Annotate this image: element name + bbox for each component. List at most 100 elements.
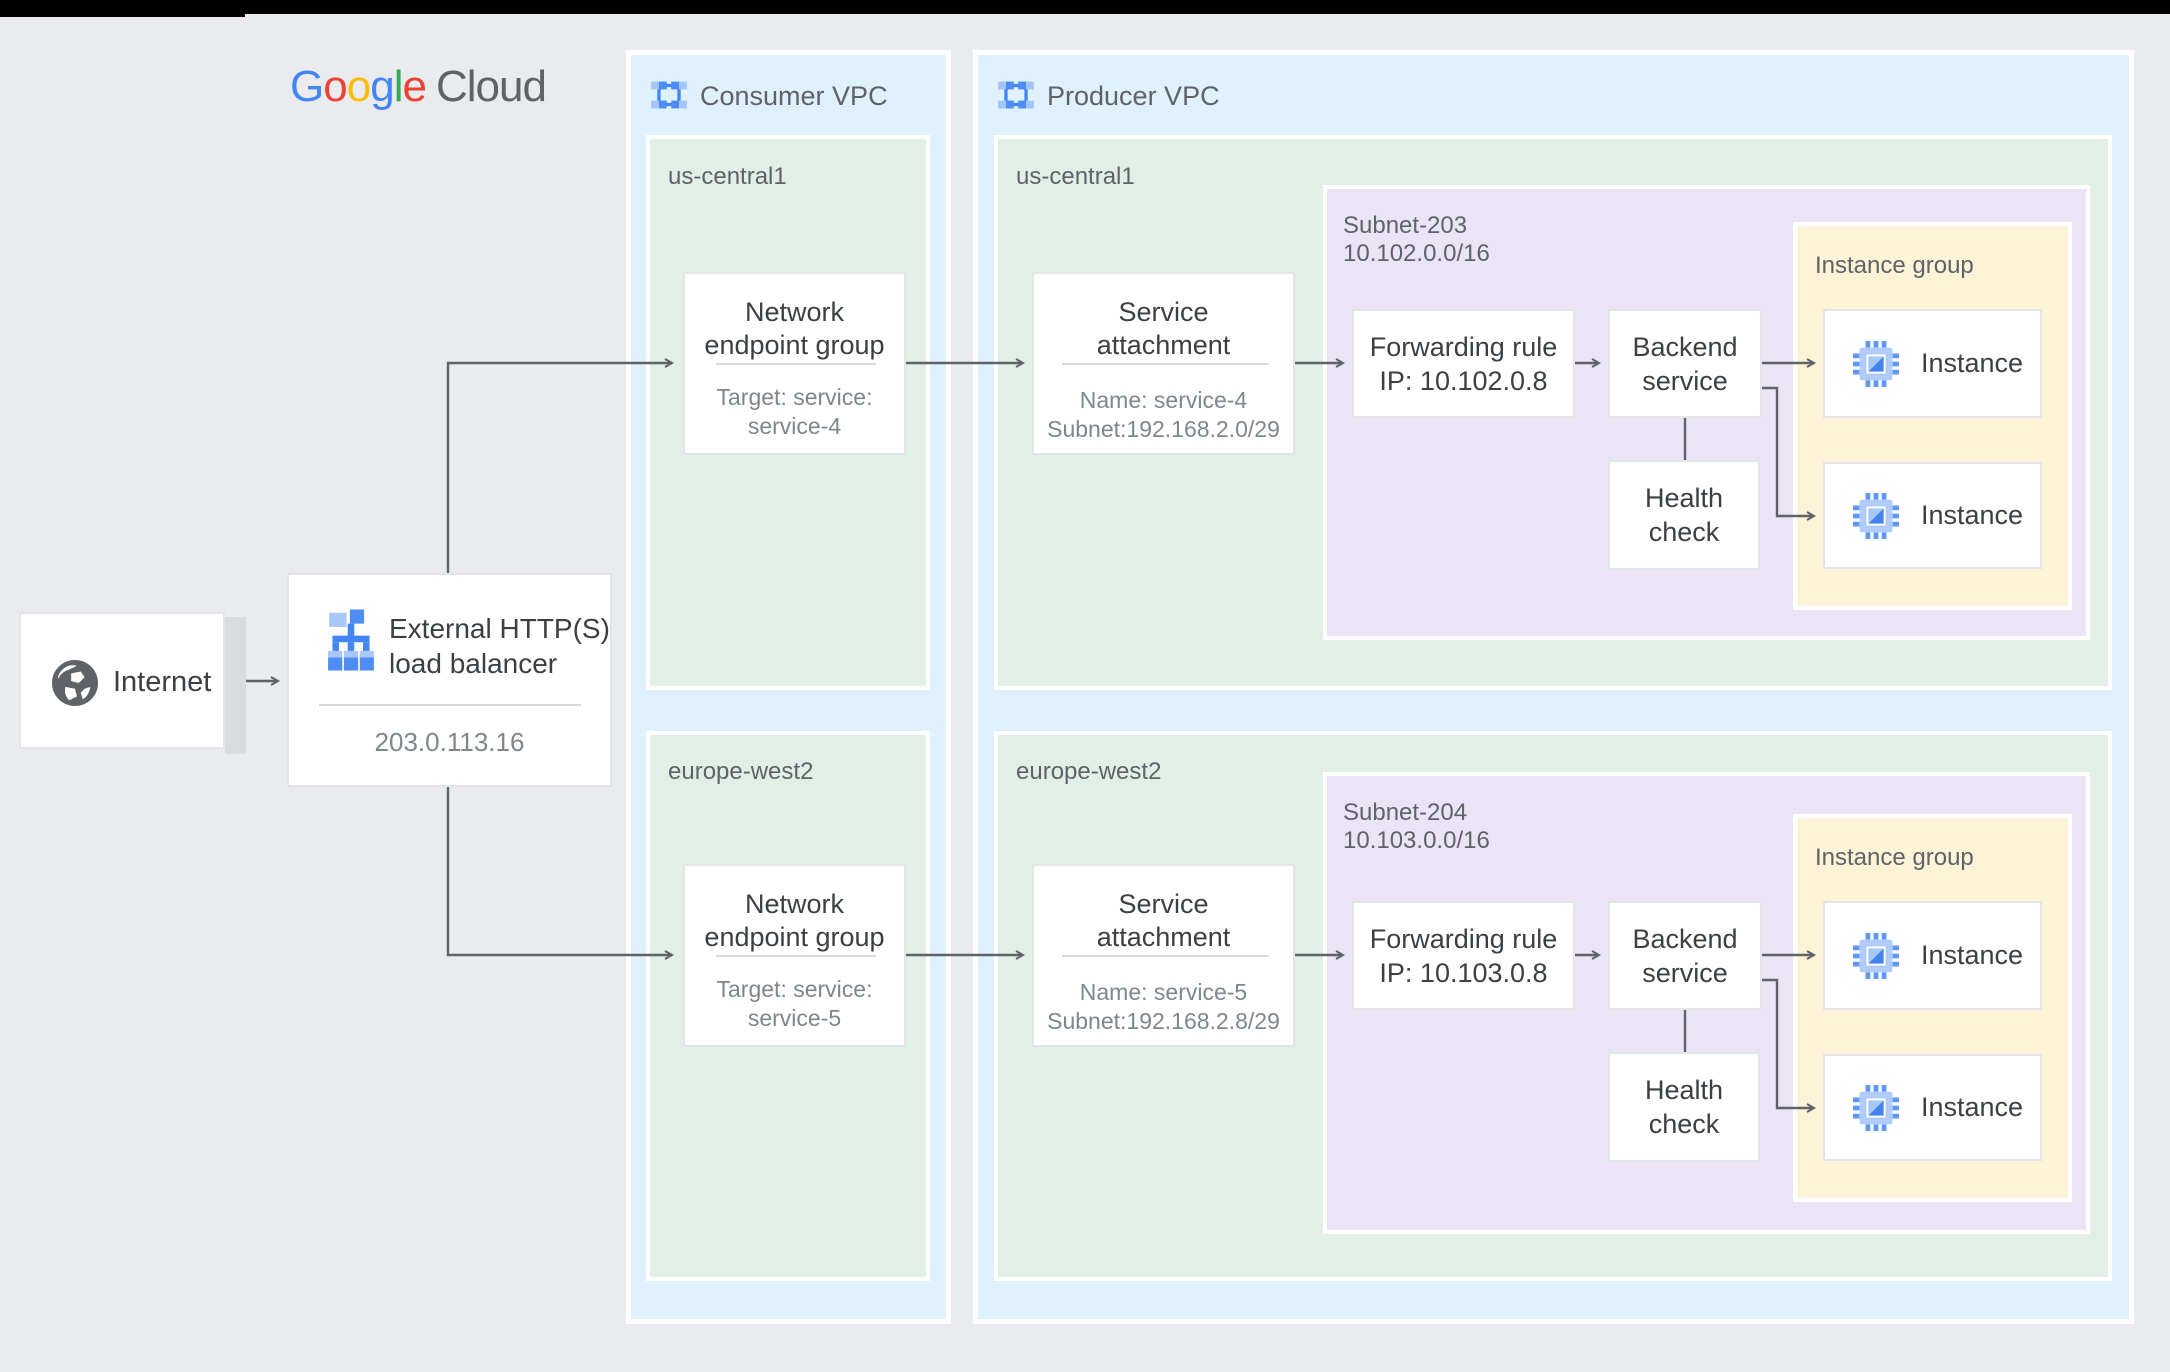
forwarding-rule-line2: IP: 10.102.0.8 [1379,365,1548,396]
network-endpoint-group-card: Network endpoint group Target: service: … [683,864,906,1047]
producer-vpc-title: Producer VPC [1047,81,1220,111]
vpc-icon [651,81,687,109]
instance-group-label: Instance group [1815,844,1974,871]
load-balancer-card: External HTTP(S) load balancer 203.0.113… [287,573,612,787]
divider [716,363,876,365]
neg-title-line2: endpoint group [704,922,885,952]
neg-target: Target: service: service-5 [685,975,904,1033]
sa-title: Service attachment [1034,296,1293,362]
forwarding-rule-line1: Forwarding rule [1369,331,1558,362]
vpc-icon [998,81,1034,109]
instance-label: Instance [1921,1092,2024,1122]
subnet-label: Subnet-204 10.103.0.0/16 [1343,799,1490,855]
logo-letter: G [290,62,324,111]
sa-title-line2: attachment [1096,330,1231,360]
neg-title: Network endpoint group [685,888,904,954]
logo-letter: o [323,62,348,111]
subnet-label: Subnet-203 10.102.0.0/16 [1343,212,1490,268]
health-check-line2: check [1648,517,1720,547]
neg-target: Target: service: service-4 [685,383,904,441]
service-attachment-card: Service attachment Name: service-5 Subne… [1032,864,1295,1047]
forwarding-rule-line2: IP: 10.103.0.8 [1379,957,1548,988]
instance-label: Instance [1921,500,2024,530]
region-label: europe-west2 [1016,758,1162,785]
backend-service-line2: service [1642,957,1728,988]
sa-title-line2: attachment [1096,922,1231,952]
divider [1062,955,1269,957]
neg-title-line1: Network [744,297,845,327]
backend-service-line1: Backend [1632,331,1738,362]
compute-instance-icon [1853,932,1899,979]
instance-card: Instance [1823,901,2042,1010]
logo-letter: l [393,62,404,111]
forwarding-rule-card: Forwarding rule IP: 10.103.0.8 [1352,901,1575,1010]
sa-details: Name: service-4 Subnet:192.168.2.0/29 [1034,386,1293,444]
consumer-vpc-title: Consumer VPC [700,81,888,111]
sa-subnet-line: Subnet:192.168.2.8/29 [1047,1008,1280,1034]
instance-label: Instance [1921,348,2024,378]
subnet-cidr: 10.103.0.0/16 [1343,827,1490,854]
top-black-bar [0,0,2170,14]
sa-title-line1: Service [1118,297,1209,327]
forwarding-rule-line1: Forwarding rule [1369,923,1558,954]
internet-label: Internet [113,666,212,698]
logo-letter: g [370,62,395,111]
load-balancer-ip: 203.0.113.16 [374,727,525,757]
backend-service-line2: service [1642,365,1728,396]
logo-letter: o [346,62,372,111]
sa-name-line: Name: service-4 [1079,387,1248,413]
divider [1062,363,1269,365]
forwarding-rule-card: Forwarding rule IP: 10.102.0.8 [1352,309,1575,418]
load-balancer-title-line1: External HTTP(S) [389,613,610,644]
compute-instance-icon [1853,340,1899,387]
region-label: us-central1 [668,163,787,190]
instance-card: Instance [1823,309,2042,418]
region-label: us-central1 [1016,163,1135,190]
subnet-name: Subnet-203 [1343,212,1468,239]
sa-subnet-line: Subnet:192.168.2.0/29 [1047,416,1280,442]
sa-name-line: Name: service-5 [1079,979,1248,1005]
divider [716,955,876,957]
network-endpoint-group-card: Network endpoint group Target: service: … [683,272,906,455]
neg-title-line1: Network [744,889,845,919]
sa-title: Service attachment [1034,888,1293,954]
globe-icon [52,660,98,706]
internet-card-shadow [225,617,246,754]
divider [319,704,581,706]
internet-card: Internet [19,612,225,749]
load-balancer-title-line2: load balancer [389,648,558,679]
health-check-line2: check [1648,1109,1720,1139]
neg-target-line2: service-4 [747,413,842,439]
health-check-line1: Health [1644,1075,1724,1105]
compute-instance-icon [1853,492,1899,539]
health-check-card: Health check [1608,1052,1760,1162]
logo-cloud-text: Cloud [435,62,547,111]
neg-target-line1: Target: service: [716,384,873,410]
compute-instance-icon [1853,1084,1899,1131]
load-balancer-title: External HTTP(S) load balancer [389,611,610,681]
instance-group-label: Instance group [1815,252,1974,279]
backend-service-card: Backend service [1608,901,1762,1010]
instance-card: Instance [1823,1054,2042,1161]
subnet-cidr: 10.102.0.0/16 [1343,240,1490,267]
logo-letter: e [402,62,427,111]
sa-title-line1: Service [1118,889,1209,919]
service-attachment-card: Service attachment Name: service-4 Subne… [1032,272,1295,455]
sa-details: Name: service-5 Subnet:192.168.2.8/29 [1034,978,1293,1036]
health-check-line1: Health [1644,483,1724,513]
neg-target-line1: Target: service: [716,976,873,1002]
backend-service-line1: Backend [1632,923,1738,954]
neg-title-line2: endpoint group [704,330,885,360]
neg-title: Network endpoint group [685,296,904,362]
instance-card: Instance [1823,462,2042,569]
instance-label: Instance [1921,940,2024,970]
load-balancer-icon [328,609,374,671]
health-check-card: Health check [1608,460,1760,570]
region-label: europe-west2 [668,758,814,785]
backend-service-card: Backend service [1608,309,1762,418]
neg-target-line2: service-5 [747,1005,842,1031]
top-black-bar-left [0,0,245,17]
